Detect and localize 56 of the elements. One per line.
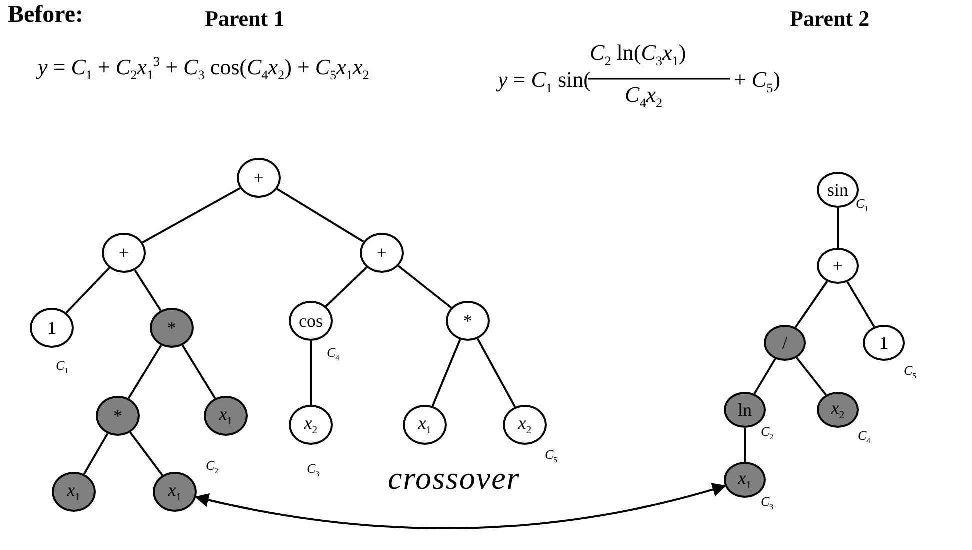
tree-node: * bbox=[446, 301, 490, 341]
tree-branch bbox=[846, 282, 876, 328]
tree-node: ln bbox=[724, 392, 766, 428]
tree-node: x$_{1}$ bbox=[153, 472, 197, 512]
tree-branch bbox=[142, 188, 241, 244]
tree-heading: Parent 1 bbox=[205, 6, 285, 32]
formula-numerator: C$_{2}$ ln(C$_{3}$x$_{1}$) bbox=[590, 40, 686, 70]
tree-branch bbox=[134, 270, 162, 312]
tree-branch bbox=[432, 339, 462, 407]
tree-node: + bbox=[817, 248, 859, 284]
tree-branch bbox=[325, 266, 368, 308]
formula: y = C$_{1}$ + C$_{2}$x$_{1}$$^{3}$ + C$_{3}$ cos(C$_{4}$x$_{2}$) + C$_{5}$x$_{1}$x$_{2}$ bbox=[38, 54, 370, 84]
tree-node: * bbox=[96, 396, 140, 436]
constant-label: C$_{1}$ bbox=[56, 358, 69, 376]
tree-node: + bbox=[102, 233, 146, 273]
formula: y = C$_{1}$ sin( bbox=[498, 67, 591, 96]
tree-branch bbox=[83, 433, 109, 475]
constant-label: C$_{1}$ bbox=[856, 196, 869, 214]
tree-node: x$_{1}$ bbox=[724, 462, 766, 498]
tree-node: cos bbox=[289, 301, 333, 341]
title: Before: bbox=[8, 2, 84, 29]
crossover-arrow bbox=[194, 482, 727, 530]
tree-node: x$_{2}$ bbox=[503, 405, 547, 445]
tree-branch bbox=[398, 265, 452, 309]
formula: + C$_{5}$) bbox=[734, 67, 781, 96]
tree-branch bbox=[310, 341, 312, 405]
constant-label: C$_{4}$ bbox=[858, 428, 871, 446]
tree-branch bbox=[130, 432, 164, 476]
tree-node: / bbox=[764, 325, 806, 361]
constant-label: C$_{2}$ bbox=[206, 458, 219, 476]
tree-branch bbox=[794, 280, 828, 328]
tree-heading: Parent 2 bbox=[790, 6, 870, 32]
constant-label: C$_{3}$ bbox=[307, 461, 320, 479]
tree-branch bbox=[276, 188, 364, 243]
tree-node: x$_{2}$ bbox=[289, 405, 333, 445]
tree-node: + bbox=[237, 158, 281, 198]
constant-label: C$_{5}$ bbox=[904, 363, 917, 381]
tree-node: + bbox=[360, 233, 404, 273]
tree-node: 1 bbox=[30, 308, 74, 348]
tree-branch bbox=[744, 428, 746, 462]
tree-node: x$_{2}$ bbox=[817, 392, 859, 428]
constant-label: C$_{5}$ bbox=[545, 447, 558, 465]
tree-node: x$_{1}$ bbox=[52, 472, 96, 512]
tree-branch bbox=[476, 338, 516, 408]
tree-branch bbox=[128, 344, 162, 400]
tree-branch bbox=[66, 267, 110, 314]
constant-label: C$_{4}$ bbox=[327, 345, 340, 363]
formula-denominator: C$_{4}$x$_{2}$ bbox=[625, 82, 663, 112]
tree-branch bbox=[796, 357, 827, 396]
tree-node: * bbox=[150, 308, 194, 348]
tree-node: 1 bbox=[863, 325, 905, 361]
tree-node: x$_{1}$ bbox=[403, 405, 447, 445]
tree-branch bbox=[837, 208, 839, 248]
tree-branch bbox=[182, 344, 216, 400]
tree-branch bbox=[754, 358, 776, 394]
tree-node: x$_{1}$ bbox=[204, 396, 248, 436]
